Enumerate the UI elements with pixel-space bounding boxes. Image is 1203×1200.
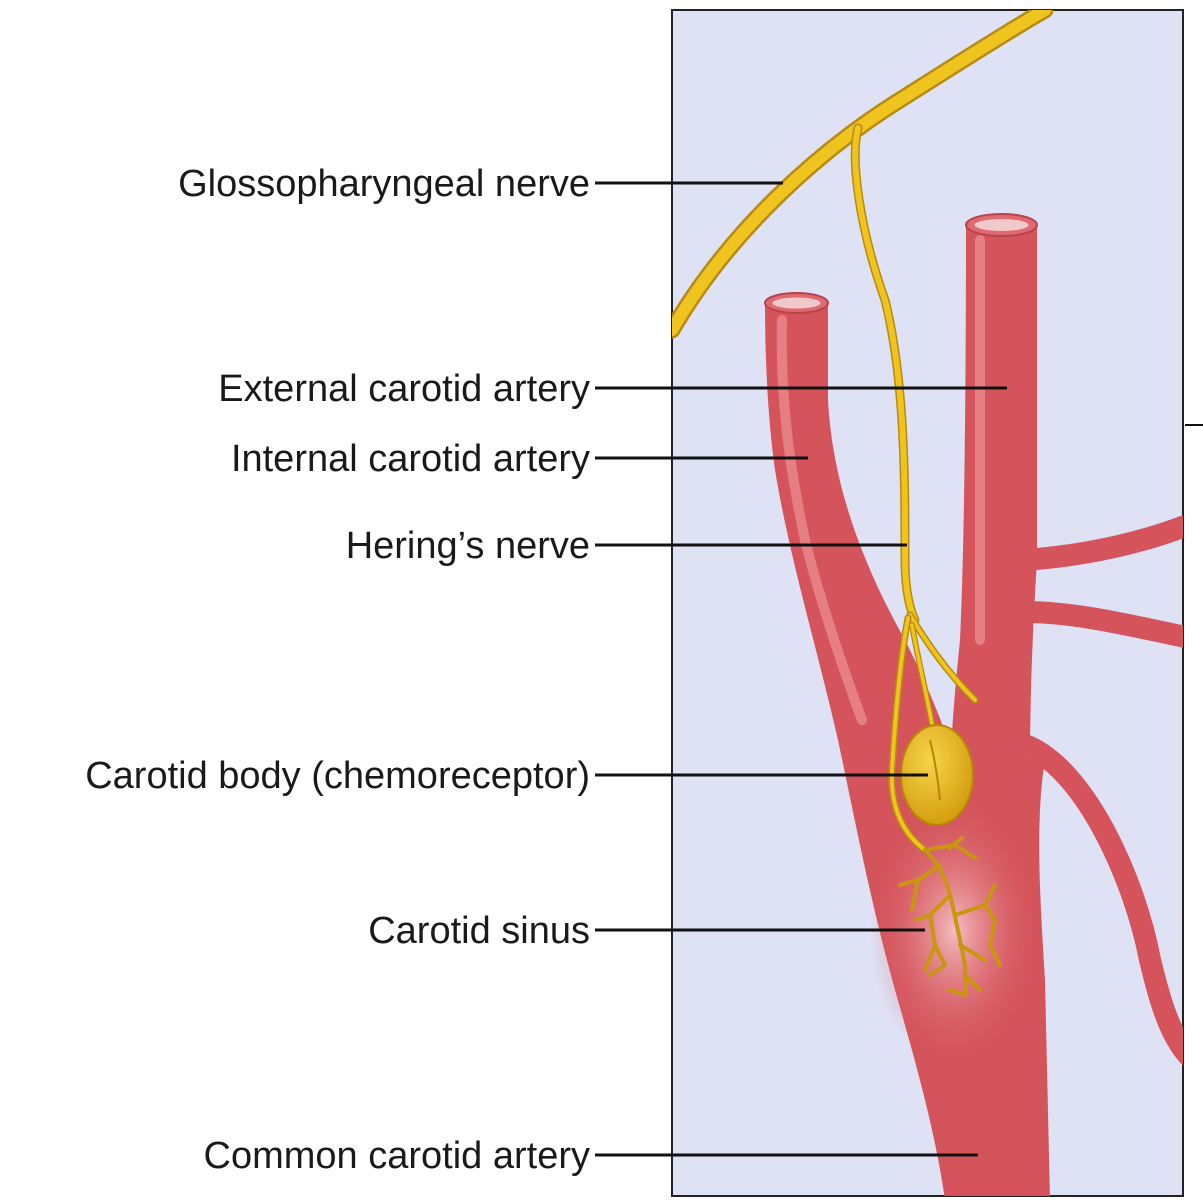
label-internal-carotid-artery: Internal carotid artery <box>231 438 590 480</box>
label-carotid-sinus: Carotid sinus <box>368 910 590 952</box>
label-herings-nerve: Hering’s nerve <box>346 525 590 567</box>
label-common-carotid-artery: Common carotid artery <box>204 1135 590 1177</box>
external-carotid-lumen <box>975 219 1029 231</box>
internal-carotid-lumen <box>773 298 821 309</box>
label-glossopharyngeal-nerve: Glossopharyngeal nerve <box>178 163 590 205</box>
label-carotid-body: Carotid body (chemoreceptor) <box>85 755 590 797</box>
label-external-carotid-artery: External carotid artery <box>218 368 590 410</box>
